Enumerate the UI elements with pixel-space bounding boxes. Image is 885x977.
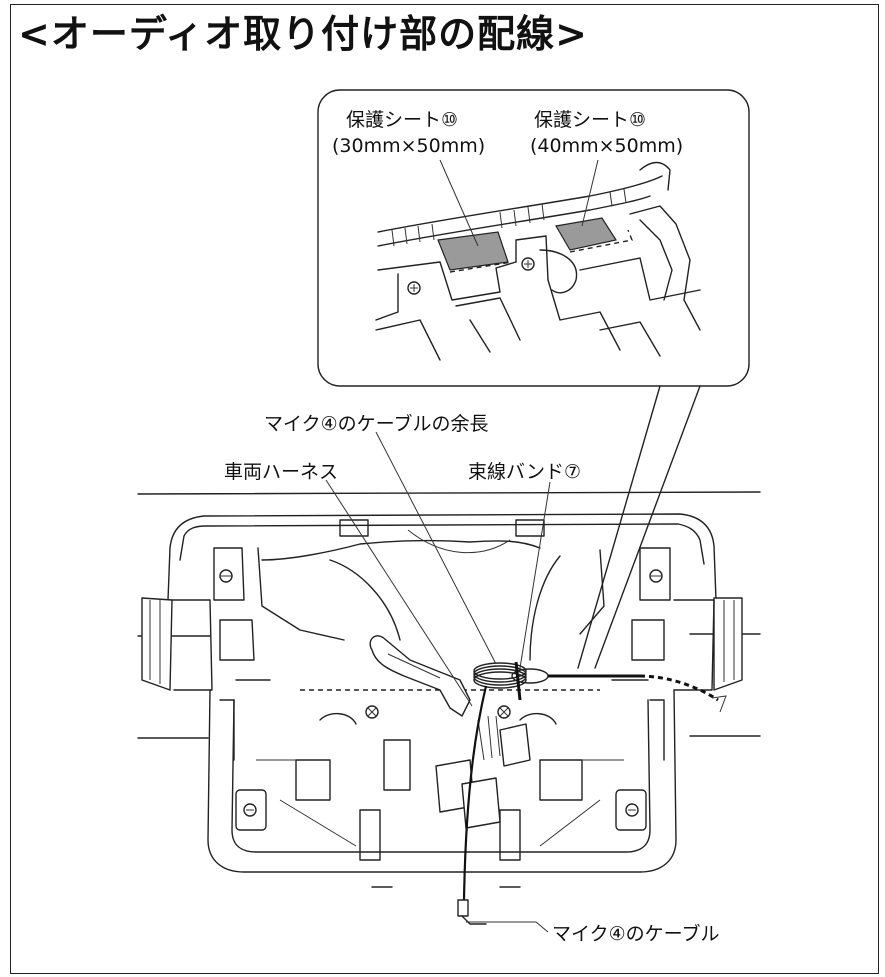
vehicle-harness-label: 車両ハーネス bbox=[224, 461, 338, 483]
sheet-right-label-line1: 保護シート⑩ bbox=[534, 109, 646, 131]
vehicle-harness-drawing bbox=[369, 635, 531, 829]
mic-cable-label: マイク④のケーブル bbox=[552, 922, 720, 945]
audio-mount-opening bbox=[137, 491, 761, 888]
mic-cable-slack-label: マイク④のケーブルの余長 bbox=[264, 412, 489, 435]
sheet-left-label-line1: 保護シート⑩ bbox=[346, 109, 458, 131]
protective-sheet-right bbox=[555, 217, 617, 251]
inset-zoom-view bbox=[317, 89, 750, 669]
figure-frame bbox=[10, 4, 879, 974]
cable-tie-label: 束線バンド⑦ bbox=[468, 461, 581, 483]
mic-cable-and-coil bbox=[457, 661, 727, 925]
leader-lines bbox=[325, 159, 599, 933]
sheet-right-label-line2: (40mm×50mm) bbox=[530, 135, 683, 157]
sheet-left-label-line2: (30mm×50mm) bbox=[332, 135, 485, 157]
figure-title: <オーディオ取り付け部の配線> bbox=[18, 12, 589, 56]
cable-tie-band bbox=[514, 661, 522, 701]
